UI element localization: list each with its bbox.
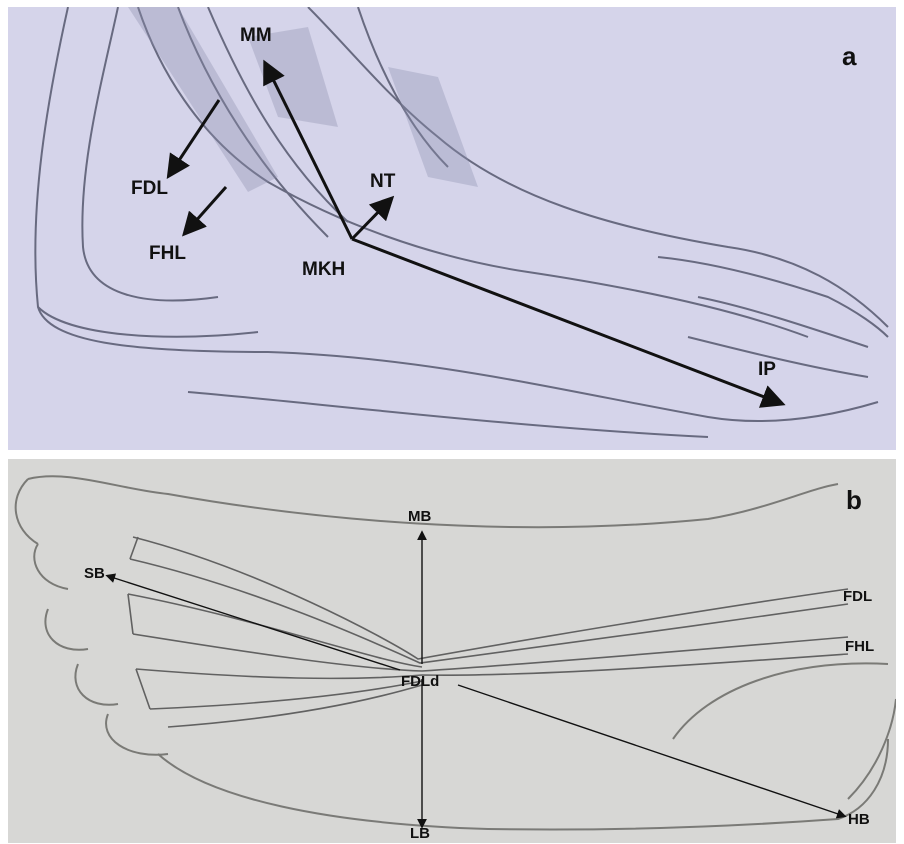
label-nt: NT [370, 171, 395, 193]
label-mm: MM [240, 25, 272, 47]
label-fdld: FDLd [401, 673, 439, 690]
label-fdl: FDL [131, 178, 168, 200]
label-hb: HB [848, 811, 870, 828]
label-fhl: FHL [149, 243, 186, 265]
arrow-to-hb [458, 685, 844, 816]
shading-a [128, 7, 478, 192]
panel-a-medial-view: MM FDL FHL NT MKH IP a [8, 7, 896, 450]
panel-a-sketch [8, 7, 896, 450]
panel-letter-b: b [846, 485, 862, 516]
panel-b-plantar-view: MB SB FDL FHL FDLd LB HB b [8, 459, 896, 843]
arrow-to-sb [108, 576, 400, 670]
arrow-to-ip [352, 239, 780, 403]
label-fdl-b: FDL [843, 588, 872, 605]
arrow-to-fdl [170, 100, 219, 174]
tendon-slips-b [128, 537, 848, 727]
arrows-b [108, 533, 844, 826]
label-ip: IP [758, 359, 776, 381]
arrow-to-nt [352, 200, 390, 239]
label-mkh: MKH [302, 259, 345, 281]
label-sb: SB [84, 565, 105, 582]
label-mb: MB [408, 508, 431, 525]
panel-letter-a: a [842, 41, 856, 72]
label-fhl-b: FHL [845, 638, 874, 655]
label-lb: LB [410, 825, 430, 842]
arrow-to-fhl [186, 187, 226, 232]
panel-b-sketch [8, 459, 896, 843]
